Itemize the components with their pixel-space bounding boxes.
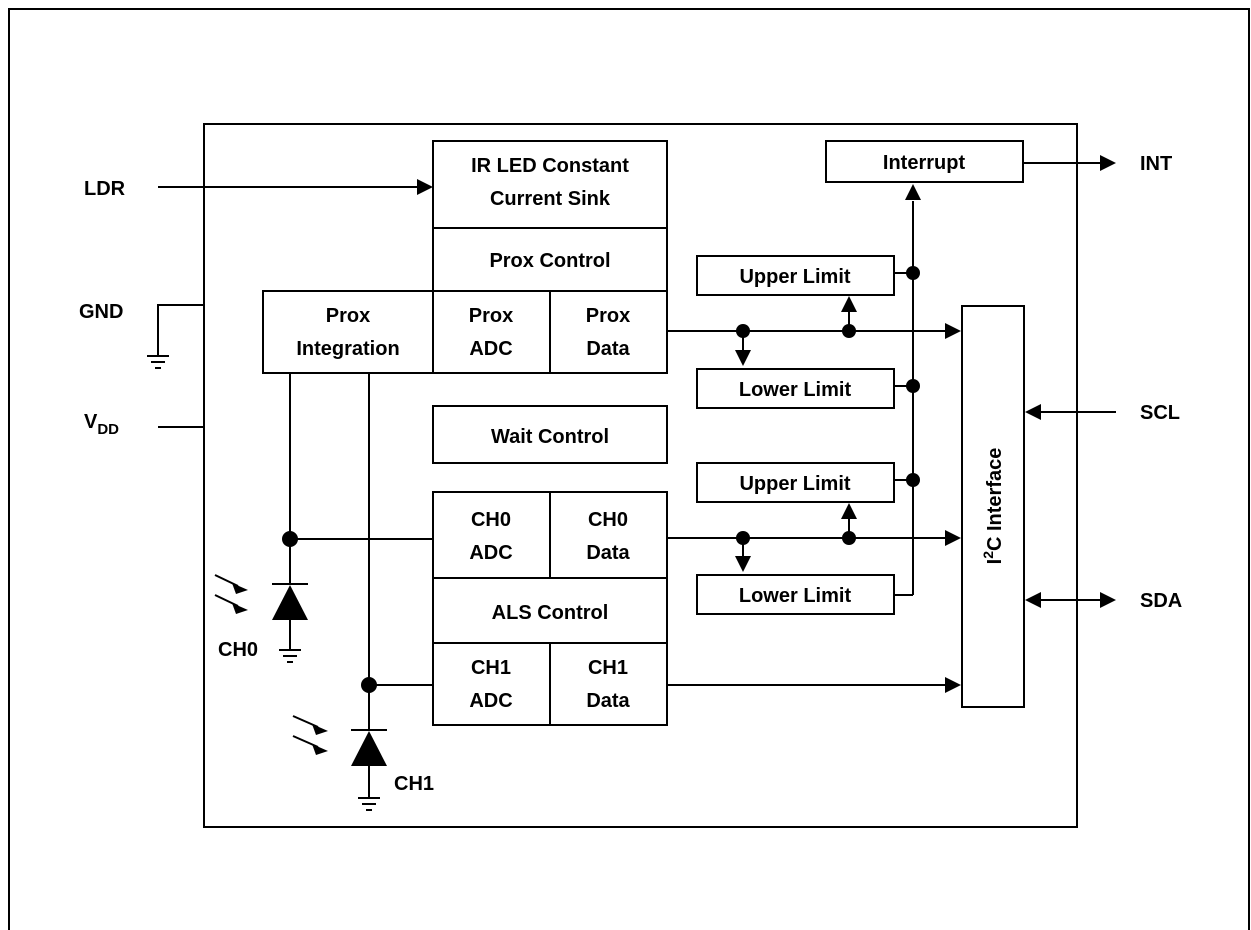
lower-limit-als-label: Lower Limit: [739, 585, 852, 607]
chip-outline: [203, 123, 1078, 828]
ch1-adc-label-2: ADC: [469, 690, 512, 712]
upper-limit-als-label: Upper Limit: [739, 473, 850, 495]
vdd-label: VDD: [84, 411, 119, 438]
page-frame: [8, 8, 1250, 930]
scl-pin: SCL: [1025, 402, 1180, 424]
ch0-adc-label-2: ADC: [469, 542, 512, 564]
prox-data-bus: [667, 296, 961, 366]
ch1-adc-label-1: CH1: [471, 657, 511, 679]
sda-label: SDA: [1140, 590, 1182, 612]
prox-adc-block: Prox ADC: [432, 290, 551, 374]
ir-led-label-1: IR LED Constant: [471, 155, 629, 177]
prox-control-label: Prox Control: [489, 250, 610, 272]
prox-integration-label-2: Integration: [296, 338, 399, 360]
interrupt-block: Interrupt: [825, 140, 1024, 183]
scl-label: SCL: [1140, 402, 1180, 424]
ch0-adc-block: CH0 ADC: [432, 491, 551, 579]
i2c-interface-block: I2C Interface: [961, 305, 1025, 708]
ch1-data-bus: [667, 677, 961, 693]
ch1-photodiode: CH1: [292, 373, 434, 811]
ch0-adc-label-1: CH0: [471, 509, 511, 531]
prox-data-block: Prox Data: [549, 290, 668, 374]
interrupt-label: Interrupt: [883, 152, 966, 174]
als-control-block: ALS Control: [432, 577, 668, 644]
ch0-data-label-1: CH0: [588, 509, 628, 531]
interrupt-bus: [894, 184, 921, 596]
als-control-label: ALS Control: [492, 602, 609, 624]
ch1-data-block: CH1 Data: [549, 642, 668, 726]
ldr-pin: LDR: [84, 178, 433, 200]
prox-adc-label-2: ADC: [469, 338, 512, 360]
ch1-label: CH1: [394, 773, 434, 795]
prox-data-label-1: Prox: [586, 305, 630, 327]
prox-control-block: Prox Control: [432, 227, 668, 292]
ir-led-label-2: Current Sink: [490, 188, 611, 210]
ldr-label: LDR: [84, 178, 126, 200]
vdd-pin: VDD: [84, 411, 204, 438]
upper-limit-prox-block: Upper Limit: [696, 255, 895, 296]
int-pin: INT: [1023, 153, 1172, 175]
prox-integration-block: Prox Integration: [262, 290, 434, 374]
lower-limit-als-block: Lower Limit: [696, 574, 895, 615]
wait-control-label: Wait Control: [491, 426, 609, 448]
prox-adc-label-1: Prox: [469, 305, 513, 327]
ir-led-block: IR LED Constant Current Sink: [432, 140, 668, 229]
lower-limit-prox-block: Lower Limit: [696, 368, 895, 409]
i2c-interface-label: I2C Interface: [980, 448, 1006, 565]
gnd-label: GND: [79, 301, 123, 323]
lower-limit-prox-label: Lower Limit: [739, 379, 852, 401]
gnd-pin: GND: [79, 301, 204, 369]
ch0-data-label-2: Data: [586, 542, 630, 564]
prox-integration-label-1: Prox: [326, 305, 370, 327]
sda-pin: SDA: [1025, 590, 1182, 612]
ch0-data-block: CH0 Data: [549, 491, 668, 579]
upper-limit-als-block: Upper Limit: [696, 462, 895, 503]
int-label: INT: [1140, 153, 1172, 175]
wait-control-block: Wait Control: [432, 405, 668, 464]
upper-limit-prox-label: Upper Limit: [739, 266, 850, 288]
prox-data-label-2: Data: [586, 338, 630, 360]
ch0-label: CH0: [218, 639, 258, 661]
ch0-photodiode: CH0: [214, 373, 433, 663]
ch1-data-label-1: CH1: [588, 657, 628, 679]
ch1-data-label-2: Data: [586, 690, 630, 712]
ch1-adc-block: CH1 ADC: [432, 642, 551, 726]
ch0-data-bus: [667, 503, 961, 572]
